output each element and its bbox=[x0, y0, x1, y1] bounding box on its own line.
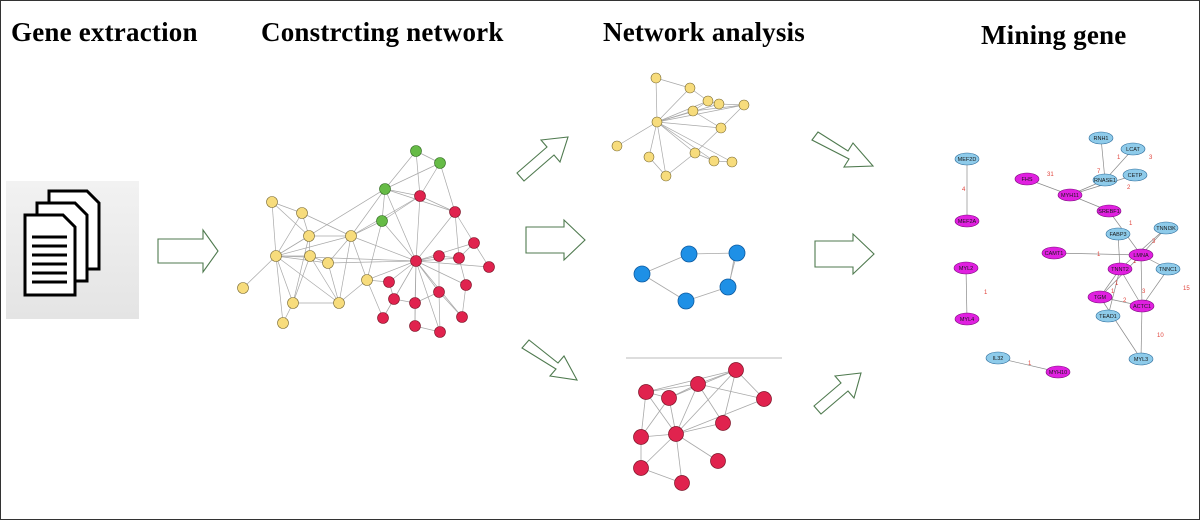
gene-node: FHS bbox=[1014, 172, 1040, 186]
gene-edge bbox=[1119, 268, 1143, 307]
gene-edge bbox=[1053, 252, 1142, 256]
edge-weight-label: 10 bbox=[1157, 333, 1164, 339]
gene-node: SREBF1 bbox=[1096, 204, 1122, 218]
svg-text:MYH10: MYH10 bbox=[1049, 370, 1067, 376]
edge-weight-label: 1 bbox=[1115, 281, 1119, 287]
constructed-network-graph bbox=[237, 145, 495, 338]
gene-edge bbox=[1107, 268, 1121, 317]
gene-edge bbox=[1100, 137, 1106, 181]
arrow-right-icon bbox=[814, 232, 875, 276]
edge-weight-label: 1 bbox=[984, 290, 988, 296]
gene-node: IL32 bbox=[985, 351, 1011, 365]
edge-weight-label: 7 bbox=[1097, 169, 1101, 175]
svg-text:LCAT: LCAT bbox=[1126, 147, 1140, 153]
svg-text:FHS: FHS bbox=[1022, 177, 1033, 183]
gene-node: TGM bbox=[1087, 290, 1113, 304]
arrow-down-right-icon bbox=[811, 131, 875, 168]
blue-module-graph bbox=[633, 244, 746, 310]
svg-text:RNASE1: RNASE1 bbox=[1094, 178, 1116, 184]
step-title-network-analysis: Network analysis bbox=[603, 17, 805, 47]
gene-node: CETP bbox=[1122, 168, 1148, 182]
edge-weight-label: 1 bbox=[1028, 361, 1032, 367]
svg-text:MYL3: MYL3 bbox=[1134, 357, 1148, 363]
svg-text:ACTC1: ACTC1 bbox=[1133, 304, 1151, 310]
gene-node: MYL3 bbox=[1128, 352, 1154, 366]
gene-node: TNNC1 bbox=[1155, 262, 1181, 276]
edge-weight-label: 1 bbox=[1097, 252, 1101, 258]
svg-text:CAMT1: CAMT1 bbox=[1045, 251, 1064, 257]
arrow-right-icon bbox=[525, 218, 586, 262]
step-title-constructing-network: Constrcting network bbox=[261, 17, 504, 47]
gene-node: MEF2D bbox=[954, 152, 980, 166]
red-module-graph bbox=[626, 357, 782, 491]
svg-text:TNNT2: TNNT2 bbox=[1111, 267, 1129, 273]
gene-node: MYH10 bbox=[1045, 365, 1071, 379]
gene-edge bbox=[1099, 254, 1142, 298]
documents-icon bbox=[6, 181, 139, 319]
svg-text:TEAD1: TEAD1 bbox=[1099, 314, 1117, 320]
svg-text:MYH11: MYH11 bbox=[1061, 193, 1079, 199]
svg-text:TGM: TGM bbox=[1094, 295, 1107, 301]
step-title-mining-gene: Mining gene bbox=[981, 20, 1127, 50]
svg-text:MEF2A: MEF2A bbox=[958, 219, 977, 225]
yellow-module-graph bbox=[611, 72, 750, 182]
gene-node: TEAD1 bbox=[1095, 309, 1121, 323]
edge-weight-label: 1 bbox=[1133, 259, 1137, 265]
edge-weight-label: 1 bbox=[1117, 155, 1121, 161]
svg-text:MYL4: MYL4 bbox=[960, 317, 974, 323]
gene-node: TNNT2 bbox=[1107, 262, 1133, 276]
svg-text:RNH1: RNH1 bbox=[1094, 136, 1109, 142]
gene-node: MYL4 bbox=[954, 312, 980, 326]
svg-text:LMNA: LMNA bbox=[1133, 253, 1149, 259]
gene-edge bbox=[1140, 305, 1143, 360]
svg-text:TNNI3K: TNNI3K bbox=[1156, 226, 1176, 232]
arrow-up-right-icon bbox=[516, 136, 569, 182]
gene-edge bbox=[1141, 268, 1169, 307]
edge-weight-label: 31 bbox=[1047, 172, 1054, 178]
svg-text:CETP: CETP bbox=[1128, 173, 1143, 179]
edge-weight-label: 1 bbox=[1129, 221, 1133, 227]
gene-edge bbox=[1119, 227, 1167, 270]
svg-text:SREBF1: SREBF1 bbox=[1098, 209, 1119, 215]
edge-weight-label: 2 bbox=[1123, 298, 1127, 304]
svg-text:TNNC1: TNNC1 bbox=[1159, 267, 1177, 273]
arrow-up-right-icon bbox=[813, 372, 862, 415]
gene-node: TNNI3K bbox=[1153, 221, 1179, 235]
svg-text:MYL2: MYL2 bbox=[959, 266, 973, 272]
svg-text:IL32: IL32 bbox=[993, 356, 1004, 362]
gene-edge bbox=[1140, 254, 1143, 307]
arrow-right-icon bbox=[157, 228, 219, 274]
gene-node: MYH11 bbox=[1057, 188, 1083, 202]
gene-node: LMNA bbox=[1128, 248, 1154, 262]
gene-node: LCAT bbox=[1120, 142, 1146, 156]
gene-edge bbox=[965, 267, 968, 320]
edge-weight-label: 3 bbox=[1152, 239, 1156, 245]
gene-node: MEF2A bbox=[954, 214, 980, 228]
gene-node: RNH1 bbox=[1088, 131, 1114, 145]
svg-text:FABP3: FABP3 bbox=[1109, 232, 1126, 238]
edge-weight-label: 3 bbox=[1142, 289, 1146, 295]
step-title-gene-extraction: Gene extraction bbox=[11, 17, 198, 47]
edge-weight-label: 3 bbox=[1149, 155, 1153, 161]
gene-node: FABP3 bbox=[1105, 227, 1131, 241]
gene-edge bbox=[1099, 296, 1142, 360]
edge-weight-label: 15 bbox=[1183, 286, 1190, 292]
edge-weight-label: 4 bbox=[962, 187, 966, 193]
arrow-down-right-icon bbox=[521, 339, 579, 381]
gene-node: RNASE1 bbox=[1092, 173, 1118, 187]
svg-text:MEF2D: MEF2D bbox=[958, 157, 977, 163]
gene-node: CAMT1 bbox=[1041, 246, 1067, 260]
gene-node: MYL2 bbox=[953, 261, 979, 275]
gene-node: ACTC1 bbox=[1129, 299, 1155, 313]
edge-weight-label: 1 bbox=[1111, 289, 1115, 295]
edge-weight-label: 2 bbox=[1127, 185, 1131, 191]
